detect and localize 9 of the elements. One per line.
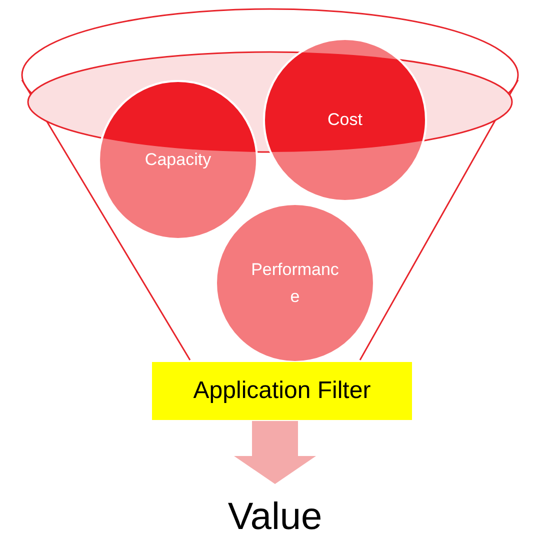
circle-label: Performance [251, 258, 339, 308]
circle-label: Capacity [144, 149, 212, 172]
result-label: Value [190, 492, 360, 542]
block-arrow [234, 421, 316, 484]
circle-label: Cost [326, 109, 364, 132]
circle-node [215, 203, 375, 363]
label-box: Application Filter [152, 362, 412, 420]
circle-node [263, 38, 427, 202]
circle-node [98, 80, 258, 240]
